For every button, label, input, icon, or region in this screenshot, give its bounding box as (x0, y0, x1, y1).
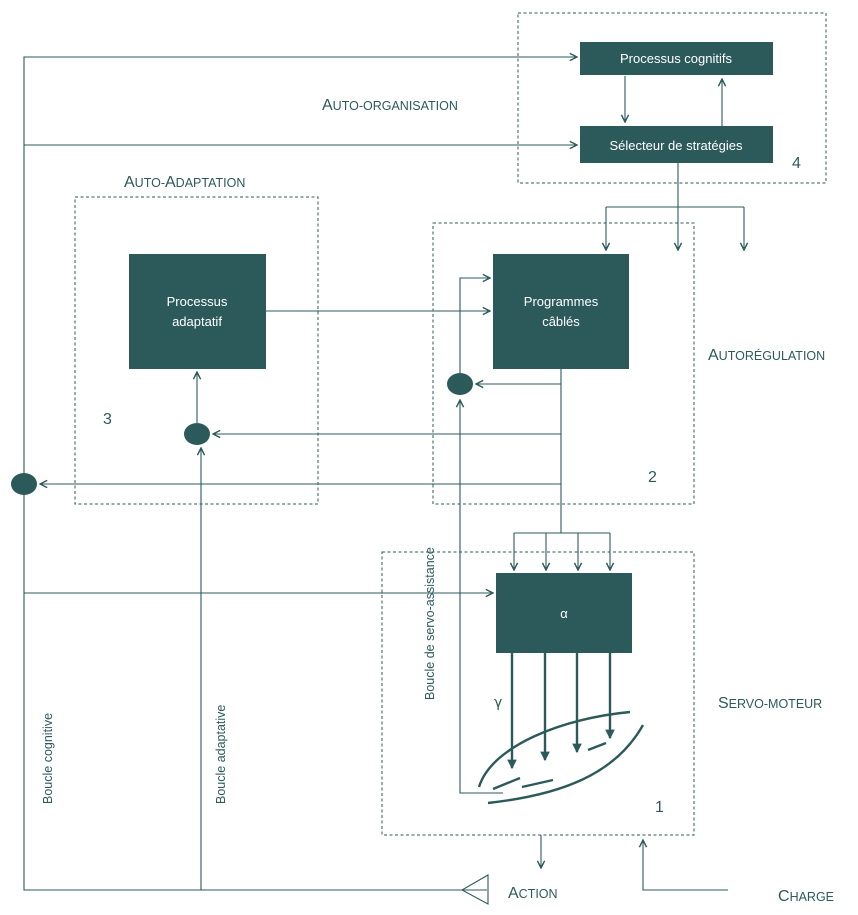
muscle-fiber-2 (521, 778, 554, 789)
cognitive-process-box (580, 42, 773, 75)
auto-adaptation-label: AUTO-ADAPTATION (124, 174, 245, 191)
auto-organisation-frame (517, 12, 827, 184)
region-number-2: 2 (648, 469, 657, 486)
muscle-fiber-1 (492, 776, 521, 791)
strategy-selector-box (580, 126, 773, 163)
adaptive-process-label-1: Processus (167, 294, 228, 309)
charge-line (643, 840, 728, 891)
muscle-upper-curve (477, 710, 631, 788)
adaptive-process-label-2: adaptatif (172, 314, 222, 329)
wired-programs-label-2: câblés (542, 314, 580, 329)
gamma-label: γ (494, 695, 502, 711)
alpha-box (496, 573, 632, 653)
servo-assistance-loop-label: Boucle de servo-assistance (423, 547, 437, 700)
action-label: ACTION (508, 885, 558, 902)
autoregulation-label: AUTORÉGULATION (708, 347, 825, 364)
auto-adaptation-frame (74, 196, 319, 505)
alpha-label: α (560, 606, 568, 621)
servo-moteur-frame (381, 551, 695, 836)
regulation-comparator-node (447, 373, 473, 395)
muscle-lower-curve (487, 724, 645, 805)
adaptive-comparator-node (184, 423, 210, 445)
cognitive-loop-label: Boucle cognitive (41, 713, 55, 804)
wired-programs-label-1: Programmes (524, 294, 599, 309)
regulation-loop-up (459, 278, 490, 373)
charge-label: CHARGE (778, 888, 834, 905)
strategy-selector-label: Sélecteur de stratégies (610, 138, 743, 153)
servo-assistance-loop (460, 400, 503, 794)
action-triangle-icon (460, 874, 489, 905)
adaptive-process-box (129, 254, 266, 369)
autoregulation-frame (432, 222, 695, 505)
auto-organisation-label: AUTO-ORGANISATION (322, 97, 458, 114)
region-number-3: 3 (103, 411, 112, 428)
adaptive-loop-label: Boucle adaptative (214, 705, 228, 804)
cognitive-loop-line (23, 57, 577, 891)
servo-moteur-label: SERVO-MOTEUR (718, 695, 822, 712)
muscle-fiber-3 (587, 741, 607, 752)
cognitive-process-label: Processus cognitifs (620, 51, 732, 66)
wired-programs-box (493, 254, 629, 369)
region-number-1: 1 (655, 799, 664, 816)
region-number-4: 4 (792, 155, 801, 172)
